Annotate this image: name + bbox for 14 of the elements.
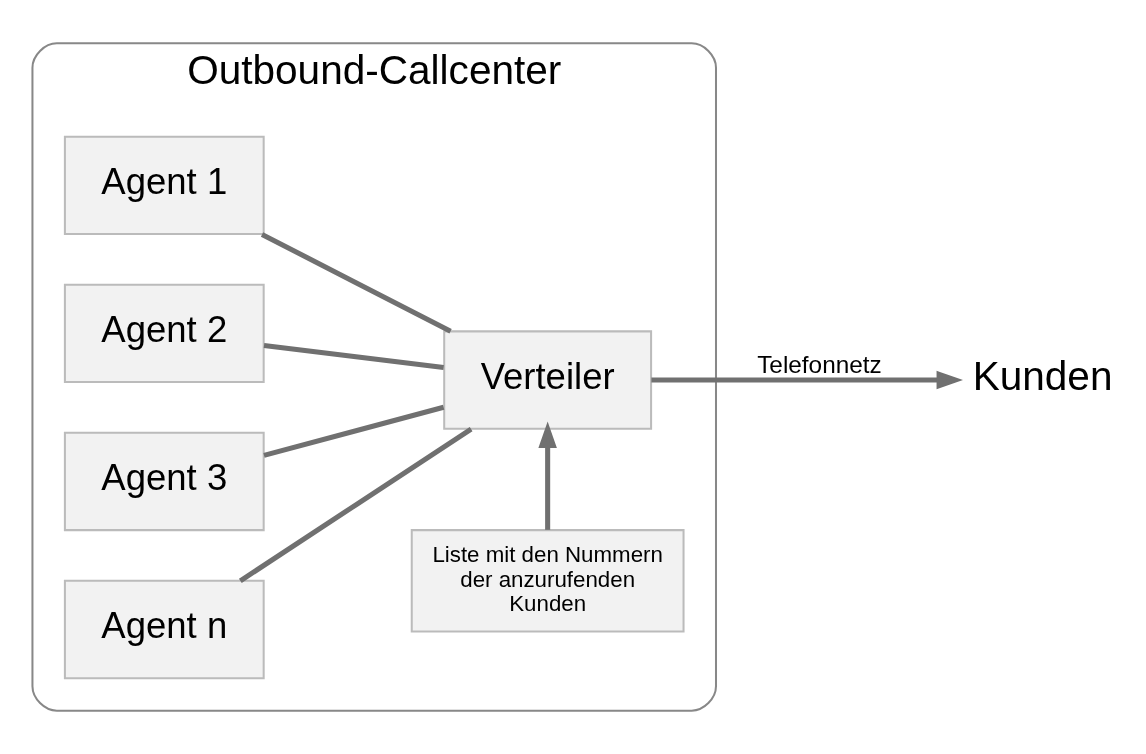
arrow	[538, 421, 557, 530]
connector	[260, 232, 452, 334]
node-box: Agent 1	[63, 135, 265, 235]
edge-label: Telefonnetz	[757, 351, 882, 379]
connector	[263, 404, 445, 458]
connector	[263, 342, 444, 371]
node-box: Agent 2	[63, 283, 265, 384]
node-box: Liste mit den Nummern der anzurufenden Kunden	[410, 529, 685, 633]
node-text: Kunden	[972, 353, 1113, 400]
connector	[238, 426, 473, 583]
node-box: Verteiler	[443, 330, 653, 430]
node-box: Agent n	[63, 579, 265, 680]
node-box: Agent 3	[63, 431, 265, 532]
arrow	[651, 370, 963, 390]
